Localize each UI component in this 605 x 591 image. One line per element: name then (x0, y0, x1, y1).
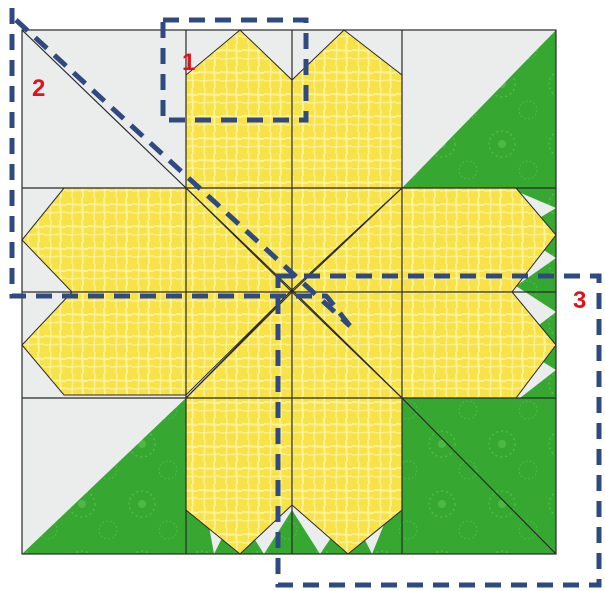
callout-label-1: 1 (182, 49, 195, 76)
callout-label-3: 3 (573, 287, 586, 314)
callout-label-2: 2 (32, 75, 45, 102)
